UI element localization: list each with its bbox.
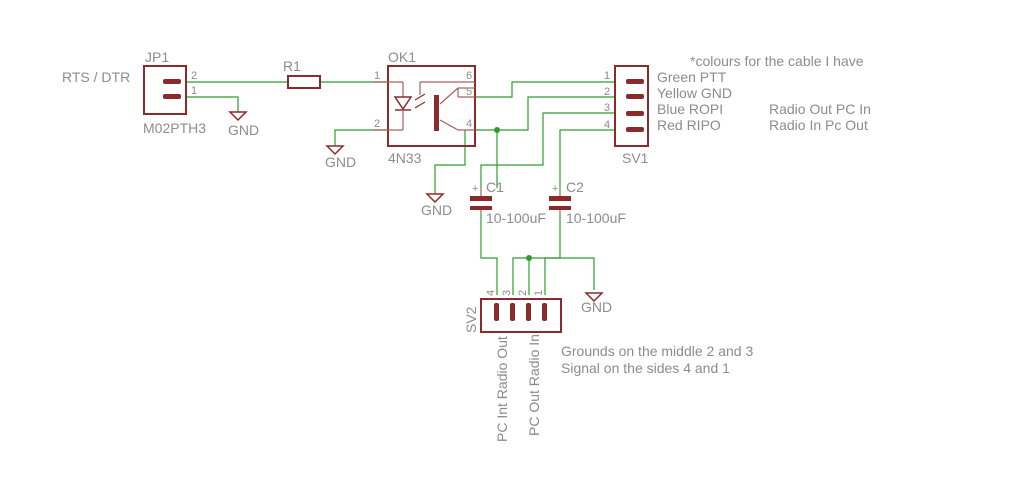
capacitor-c1: + C1 10-100uF <box>470 179 546 226</box>
gnd-symbol-sv2: GND <box>581 292 612 315</box>
sv2-pin4: 4 <box>485 290 497 296</box>
sv2-pin1: 1 <box>533 290 545 296</box>
sv2-connector: 4 3 2 1 SV2 PC Int Radio Out PC Out Radi… <box>463 290 562 442</box>
junction-dot <box>494 127 500 133</box>
ok1-pin6: 6 <box>466 70 472 82</box>
sv2-left-label: PC Int Radio Out <box>494 336 510 442</box>
jp1-value: M02PTH3 <box>143 120 206 136</box>
sv1-connector: 1 2 3 4 SV1 Green PTT Yellow GND Blue RO… <box>604 65 871 166</box>
wire-jp1-gnd <box>186 96 239 112</box>
cable-label-2: Yellow GND <box>657 85 732 101</box>
resistor-r1: R1 <box>283 58 321 89</box>
c1-name: C1 <box>486 179 504 195</box>
gnd-label: GND <box>228 122 259 138</box>
note-grounds: Grounds on the middle 2 and 3 <box>561 343 753 359</box>
c2-value: 10-100uF <box>566 210 626 226</box>
cable-label-3: Blue ROPI <box>657 101 723 117</box>
gnd-symbol-jp1: GND <box>228 111 259 138</box>
gnd-symbol-mid: GND <box>421 193 452 218</box>
gnd-label: GND <box>325 154 356 170</box>
r1-name: R1 <box>283 58 301 74</box>
jp1-signal-label: RTS / DTR <box>62 69 130 85</box>
ok1-pin5: 5 <box>466 86 472 98</box>
gnd-label: GND <box>421 202 452 218</box>
c1-value: 10-100uF <box>486 210 546 226</box>
sv2-pin2: 2 <box>517 290 529 296</box>
ok1-optocoupler: OK1 4N33 1 2 4 5 6 <box>372 49 476 166</box>
ok1-name: OK1 <box>388 49 416 65</box>
wire-sv1-2-c1 <box>497 96 615 131</box>
c1-plus: + <box>472 183 478 195</box>
cable-label-4: Red RIPO <box>657 117 721 133</box>
sv1-name: SV1 <box>622 150 649 166</box>
junction-dot <box>526 255 532 261</box>
sv2-name: SV2 <box>463 306 479 333</box>
wire-c2-sv2-1 <box>544 214 561 295</box>
jp1-pin1: 1 <box>191 85 197 97</box>
sv1-pin2: 2 <box>604 86 610 98</box>
sv1-pin3: 3 <box>604 102 610 114</box>
sv2-pin3: 3 <box>501 290 513 296</box>
jp1-connector: JP1 M02PTH3 RTS / DTR 2 1 <box>62 49 206 136</box>
sv1-pin4: 4 <box>604 119 610 131</box>
ok1-pin1: 1 <box>374 70 380 82</box>
wire-sv2-gnd <box>529 257 595 290</box>
sv1-pin1: 1 <box>604 70 610 82</box>
jp1-pin2: 2 <box>191 70 197 82</box>
sv2-right-label: PC Out Radio In <box>526 334 542 436</box>
gnd-symbol-ok1: GND <box>325 145 356 170</box>
wire-sv1-4-c2 <box>559 129 615 188</box>
jp1-name: JP1 <box>145 49 169 65</box>
ok1-value: 4N33 <box>388 150 422 166</box>
ok1-pin2: 2 <box>374 118 380 130</box>
wire-gnd-left <box>434 130 466 194</box>
c2-name: C2 <box>566 179 584 195</box>
cable-note-3: Radio Out PC In <box>769 101 871 117</box>
wire-c1-sv2-4 <box>480 214 498 295</box>
wire-sv1-3-c2 <box>480 112 615 188</box>
c2-plus: + <box>552 183 558 195</box>
cable-label-1: Green PTT <box>657 69 727 85</box>
wire-ok1-pin2-gnd <box>334 129 388 146</box>
wires <box>186 81 615 295</box>
wire-sv2-mid <box>512 257 530 295</box>
colours-note: *colours for the cable I have <box>690 53 864 69</box>
note-signal: Signal on the sides 4 and 1 <box>561 360 730 376</box>
ok1-pin4: 4 <box>466 118 472 130</box>
gnd-label: GND <box>581 299 612 315</box>
wire-ok1-pin5-sv1-1 <box>475 81 615 98</box>
cable-note-4: Radio In Pc Out <box>769 117 868 133</box>
capacitor-c2: + C2 10-100uF <box>549 179 626 226</box>
